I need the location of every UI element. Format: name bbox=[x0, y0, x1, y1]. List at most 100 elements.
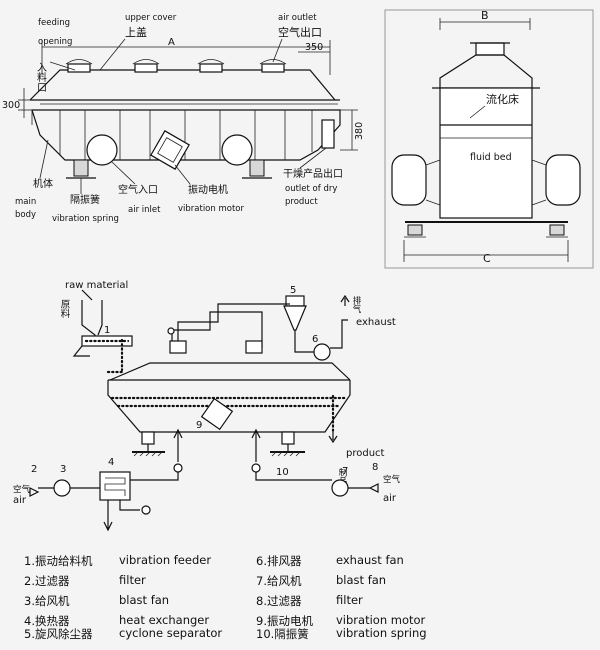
legend-item-2-en: filter bbox=[119, 573, 146, 587]
cover-port-2 bbox=[134, 63, 158, 73]
label-product: product bbox=[346, 448, 385, 459]
label-spring: vibration spring bbox=[52, 214, 119, 224]
dim-350-label: 350 bbox=[305, 42, 323, 53]
label-fluid-bed: fluid bed bbox=[470, 152, 512, 163]
num-3: 3 bbox=[60, 464, 66, 475]
dim-380-label: 380 bbox=[354, 122, 365, 140]
legend-item-6-cn: 6.排风器 bbox=[256, 554, 302, 568]
legend-item-10-en: vibration spring bbox=[336, 626, 427, 640]
upper-cover bbox=[29, 69, 336, 101]
label-motor-cn: 振动电机 bbox=[188, 183, 228, 196]
label-exhaust: exhaust bbox=[356, 317, 396, 328]
label-opening: opening bbox=[38, 37, 72, 47]
valve-right bbox=[251, 463, 261, 473]
spring-left bbox=[73, 159, 89, 177]
label-air-left: air bbox=[13, 495, 27, 506]
label-feeding: feeding bbox=[38, 18, 70, 28]
legend-item-3-cn: 3.给风机 bbox=[24, 594, 70, 608]
cyclone bbox=[283, 305, 307, 331]
exhaust-fan bbox=[313, 343, 331, 361]
num-2: 2 bbox=[31, 464, 37, 475]
label-main: main bbox=[15, 197, 36, 207]
num-9: 9 bbox=[196, 420, 202, 431]
heat-exchanger bbox=[99, 471, 131, 501]
label-upper-cover: upper cover bbox=[125, 13, 177, 23]
label-fluid-bed-cn: 流化床 bbox=[486, 92, 519, 106]
label-air-inlet: air inlet bbox=[128, 205, 161, 215]
hood bbox=[439, 54, 533, 88]
label-dry-outlet-1: outlet of dry bbox=[285, 184, 337, 194]
air-inlet-circle-1 bbox=[86, 134, 118, 166]
air-inlet-circle-2 bbox=[221, 134, 253, 166]
end-view: B C 流化床 fluid bed bbox=[384, 9, 594, 269]
legend-item-6-en: exhaust fan bbox=[336, 553, 404, 567]
duct-top bbox=[177, 303, 290, 348]
spring-right bbox=[249, 159, 265, 177]
label-motor: vibration motor bbox=[178, 204, 244, 214]
end-body bbox=[439, 87, 533, 219]
num-5: 5 bbox=[290, 285, 296, 296]
bed-top bbox=[109, 362, 351, 381]
legend-item-8-cn: 8.过滤器 bbox=[256, 594, 302, 608]
label-air-right-cn: 空气 bbox=[383, 474, 401, 485]
legend-item-4-en: heat exchanger bbox=[119, 613, 210, 627]
side-view: A 350 bbox=[2, 13, 365, 224]
dim-c-label: C bbox=[483, 252, 491, 265]
label-air-left-cn: 空气 bbox=[13, 484, 31, 495]
label-product-cn: 制品 bbox=[337, 467, 347, 486]
end-air-outlet bbox=[475, 42, 505, 56]
flow-vibration-motor bbox=[200, 397, 234, 431]
flow-diagram: raw material 原料 1 5 6 exhaus bbox=[13, 280, 401, 532]
cover-port-3 bbox=[199, 63, 223, 73]
drum-left bbox=[391, 154, 427, 206]
label-upper-cover-cn: 上盖 bbox=[125, 25, 147, 39]
drum-right bbox=[545, 154, 581, 206]
label-spring-cn: 隔振簧 bbox=[70, 193, 100, 206]
filter-right bbox=[368, 483, 379, 493]
num-1: 1 bbox=[104, 325, 110, 336]
main-body bbox=[31, 109, 341, 161]
end-view-frame bbox=[384, 9, 594, 269]
filter-left bbox=[29, 487, 40, 497]
label-dry-outlet-cn: 干燥产品出口 bbox=[283, 167, 343, 180]
blast-fan-left bbox=[53, 479, 71, 497]
vibration-motor bbox=[150, 130, 190, 170]
bed-body bbox=[107, 380, 351, 433]
valve-left bbox=[173, 463, 183, 473]
label-air-outlet-cn: 空气出口 bbox=[278, 25, 322, 39]
label-air-right: air bbox=[383, 493, 397, 504]
legend-item-3-en: blast fan bbox=[119, 593, 170, 607]
legend-item-10-cn: 10.隔振簧 bbox=[256, 627, 309, 641]
label-exhaust-cn: 排气 bbox=[351, 295, 361, 313]
legend-item-7-cn: 7.给风机 bbox=[256, 574, 302, 588]
label-raw-material-cn: 原料 bbox=[59, 299, 71, 319]
legend-item-1-en: vibration feeder bbox=[119, 553, 212, 567]
legend-item-4-cn: 4.换热器 bbox=[24, 614, 70, 628]
label-dry-outlet-2: product bbox=[285, 197, 318, 207]
label-raw-material: raw material bbox=[65, 280, 128, 291]
num-7: 7 bbox=[342, 466, 348, 477]
label-body-cn: 机体 bbox=[33, 177, 53, 190]
feed-port bbox=[67, 63, 91, 73]
label-air-outlet: air outlet bbox=[278, 13, 317, 23]
air-outlet-port bbox=[261, 63, 285, 73]
legend-item-1-cn: 1.振动给料机 bbox=[24, 554, 93, 568]
blast-fan-right bbox=[331, 479, 349, 497]
dim-300-label: 300 bbox=[2, 100, 20, 111]
legend-item-5-cn: 5.旋风除尘器 bbox=[24, 627, 93, 641]
legend-item-2-cn: 2.过滤器 bbox=[24, 574, 70, 588]
label-body: body bbox=[15, 210, 36, 220]
num-6: 6 bbox=[312, 334, 318, 345]
label-air-inlet-cn: 空气入口 bbox=[118, 183, 158, 196]
dim-b-label: B bbox=[481, 9, 489, 22]
legend-item-9-cn: 9.振动电机 bbox=[256, 614, 313, 628]
legend-item-5-en: cyclone separator bbox=[119, 626, 223, 640]
dim-a-label: A bbox=[168, 37, 175, 48]
body-ribs bbox=[59, 110, 313, 160]
legend-item-8-en: filter bbox=[336, 593, 363, 607]
legend-item-9-en: vibration motor bbox=[336, 613, 426, 627]
num-4: 4 bbox=[108, 457, 114, 468]
num-8: 8 bbox=[372, 462, 378, 473]
dry-product-outlet bbox=[321, 119, 335, 149]
legend-item-7-en: blast fan bbox=[336, 573, 387, 587]
